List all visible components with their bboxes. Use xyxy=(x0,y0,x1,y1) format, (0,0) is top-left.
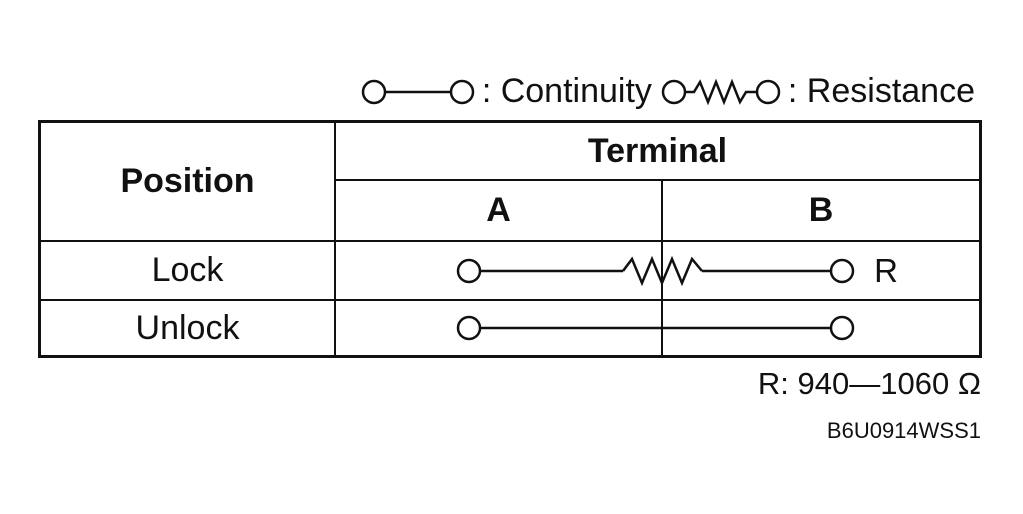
terminal-divider xyxy=(661,181,663,355)
continuity-symbol-icon xyxy=(361,79,475,104)
row-divider xyxy=(41,299,979,301)
row-unlock-position: Unlock xyxy=(135,308,240,347)
resistance-range: R: 940—1060 Ω xyxy=(757,366,981,401)
legend-resistance-label: : Resistance xyxy=(787,72,975,110)
legend-continuity-label: : Continuity xyxy=(481,72,652,110)
terminal-b-header: B xyxy=(808,191,834,229)
column-divider xyxy=(334,123,336,355)
terminal-header-divider xyxy=(336,179,979,181)
resistance-symbol-icon xyxy=(661,78,781,105)
row-lock-position: Lock xyxy=(151,251,224,289)
terminal-continuity-table: Position Terminal A B Lock Unlock R xyxy=(38,120,982,358)
lock-resistance-label: R xyxy=(874,251,898,289)
lock-resistance-connection xyxy=(456,255,855,287)
header-divider xyxy=(41,240,979,242)
terminal-header: Terminal xyxy=(587,131,728,170)
position-header: Position xyxy=(120,162,255,200)
unlock-continuity-connection xyxy=(456,315,855,341)
terminal-a-header: A xyxy=(486,191,511,229)
figure-code: B6U0914WSS1 xyxy=(826,418,981,443)
legend: : Continuity : Resistance xyxy=(360,72,983,111)
